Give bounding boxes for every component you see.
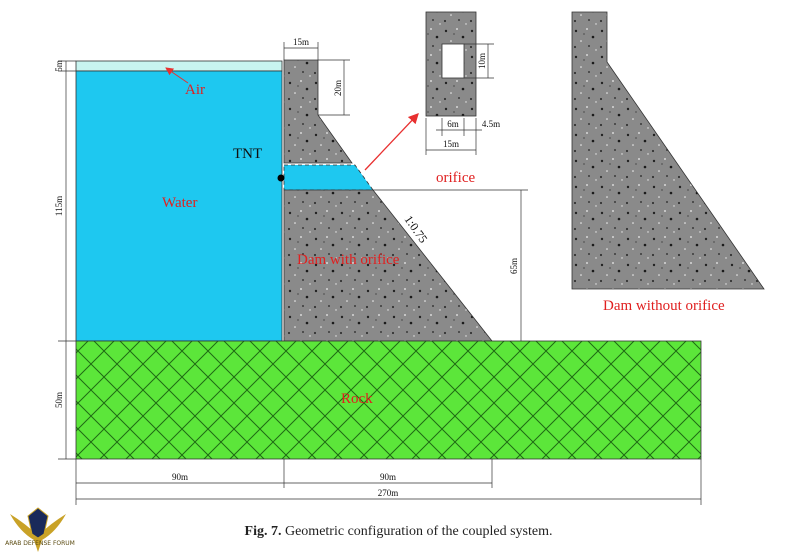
orifice-detail-hole (441, 43, 465, 79)
rock-height-text: 50m (54, 392, 64, 408)
air-height-text: 5m (54, 60, 64, 72)
water-height-text: 115m (54, 196, 64, 216)
dam-without-orifice-label: Dam without orifice (603, 298, 725, 314)
water-body (75, 70, 283, 342)
forum-logo-text: ARAB DEFENSE FORUM (5, 540, 75, 547)
crest-width-text: 15m (293, 37, 309, 47)
crest-height-text: 20m (333, 80, 343, 96)
air-pointer-arrow (165, 67, 189, 84)
air-label: Air (185, 82, 205, 98)
rock-foundation (75, 340, 702, 460)
coupled-system-diagram: Air Water TNT Dam with orifice Dam witho… (54, 11, 765, 505)
dam-with-orifice-label: Dam with orifice (297, 252, 400, 268)
water-label: Water (162, 195, 197, 211)
forum-logo-icon (10, 507, 66, 552)
figure-caption: Fig. 7. Geometric configuration of the c… (0, 524, 797, 540)
figure-caption-text: Geometric configuration of the coupled s… (284, 524, 553, 539)
orifice-height-text: 10m (477, 53, 487, 69)
air-layer (75, 60, 283, 72)
detail-width-text: 15m (443, 139, 459, 149)
left-width-text: 90m (172, 472, 188, 482)
left-dimension-lines (58, 60, 76, 460)
bottom-dimension-lines (75, 459, 702, 505)
figure-label: Fig. 7. (244, 524, 282, 539)
dam-with-orifice-upper (283, 59, 353, 164)
tnt-label: TNT (233, 146, 262, 162)
tnt-charge (277, 174, 285, 182)
orifice-pointer-arrow (364, 113, 419, 171)
total-width-text: 270m (378, 488, 399, 498)
orifice-elevation-dimension (373, 189, 528, 341)
orifice-label: orifice (436, 170, 475, 186)
orifice-width-text: 6m (447, 119, 459, 129)
rock-label: Rock (341, 391, 373, 407)
crest-dimension-lines (283, 42, 350, 116)
orifice-channel (283, 164, 374, 191)
orifice-elevation-text: 65m (509, 258, 519, 274)
orifice-offset-text: 4.5m (482, 119, 500, 129)
detail-dimension-lines (425, 43, 494, 155)
right-width-text: 90m (380, 472, 396, 482)
dam-without-orifice (571, 11, 765, 290)
